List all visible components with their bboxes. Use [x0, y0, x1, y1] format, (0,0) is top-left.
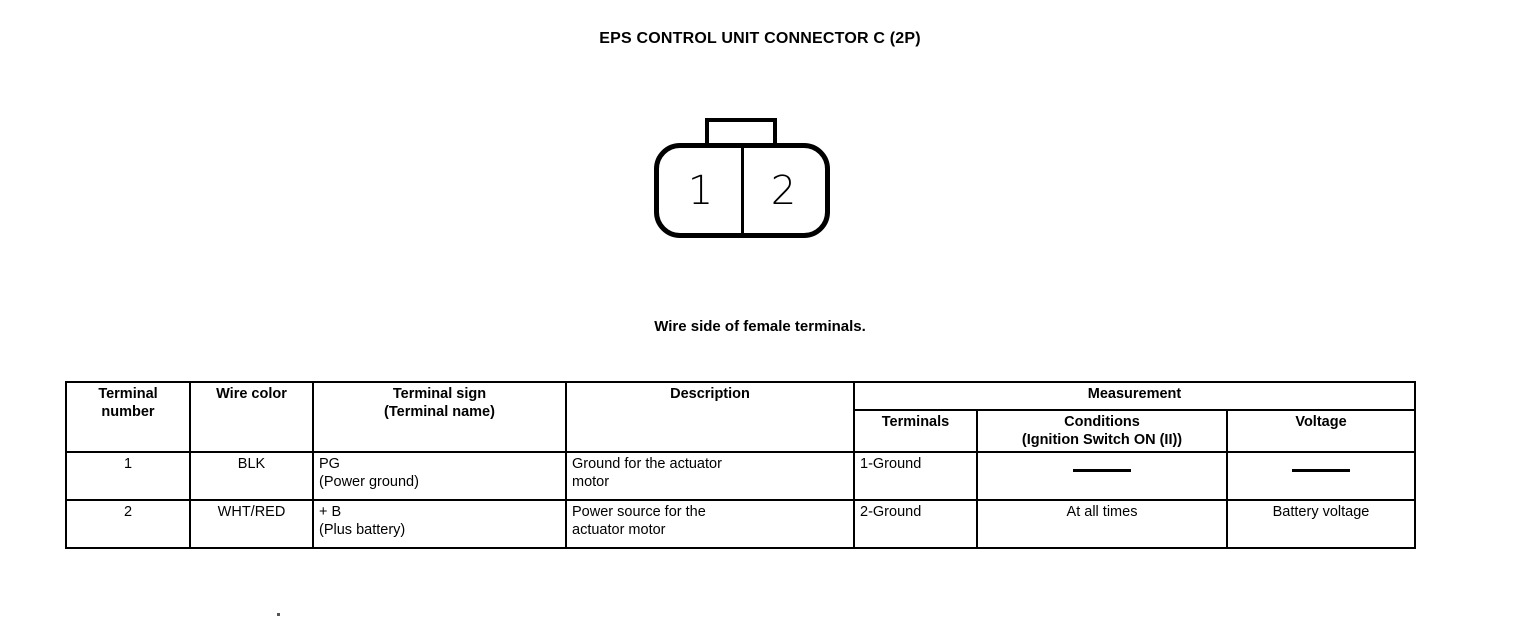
- cell-wire-color: WHT/RED: [189, 499, 314, 550]
- header-wire-color: Wire color: [189, 380, 314, 454]
- scan-artifact: [277, 613, 280, 616]
- empty-dash-icon: [1292, 468, 1350, 472]
- cell-description: Ground for the actuator motor: [565, 451, 855, 502]
- header-conditions: Conditions (Ignition Switch ON (II)): [976, 408, 1228, 454]
- connector-pin-2: 2: [742, 148, 825, 233]
- cell-terminal-sign: + B (Plus battery): [312, 499, 567, 550]
- table-body: 1 BLK PG (Power ground) Ground for the a…: [65, 451, 1417, 550]
- cell-terminal-sign: PG (Power ground): [312, 451, 567, 502]
- table-header-row-1: Terminal number Wire color Terminal sign…: [65, 380, 1417, 454]
- terminal-specification-table: Terminal number Wire color Terminal sign…: [65, 380, 1417, 550]
- cell-voltage: [1225, 451, 1417, 502]
- figure-caption: Wire side of female terminals.: [654, 318, 866, 335]
- cell-terminals: 1-Ground: [853, 451, 978, 502]
- cell-terminals: 2-Ground: [853, 499, 978, 550]
- table-row: 1 BLK PG (Power ground) Ground for the a…: [65, 451, 1417, 502]
- connector-locking-tab-icon: [705, 118, 777, 145]
- cell-conditions: [976, 451, 1228, 502]
- cell-wire-color: BLK: [189, 451, 314, 502]
- cell-terminal-number: 1: [65, 451, 191, 502]
- cell-conditions: At all times: [976, 499, 1228, 550]
- table-header-row-2: Terminals Conditions (Ignition Switch ON…: [66, 408, 1417, 454]
- cell-description: Power source for the actuator motor: [565, 499, 855, 550]
- connector-body: 1 2: [654, 143, 830, 238]
- cell-terminal-number: 2: [65, 499, 191, 550]
- header-terminal-number: Terminal number: [65, 380, 191, 454]
- connector-pin-1-label: 1: [687, 167, 714, 214]
- terminal-table-container: Terminal number Wire color Terminal sign…: [65, 380, 1417, 550]
- header-description: Description: [565, 380, 855, 454]
- page-title: EPS CONTROL UNIT CONNECTOR C (2P): [599, 30, 921, 47]
- header-terminals: Terminals: [853, 408, 978, 454]
- header-measurement-group: Measurement: [852, 381, 1417, 411]
- connector-divider: [740, 148, 744, 233]
- connector-pin-1: 1: [659, 148, 742, 233]
- header-voltage: Voltage: [1225, 408, 1417, 454]
- connector-diagram: 1 2: [640, 118, 845, 248]
- table-header: Terminal number Wire color Terminal sign…: [65, 380, 1417, 454]
- table-row: 2 WHT/RED + B (Plus battery) Power sourc…: [65, 499, 1417, 550]
- connector-pin-2-label: 2: [770, 167, 797, 214]
- header-terminal-sign: Terminal sign (Terminal name): [312, 380, 567, 454]
- cell-voltage: Battery voltage: [1225, 499, 1417, 550]
- empty-dash-icon: [1073, 468, 1131, 472]
